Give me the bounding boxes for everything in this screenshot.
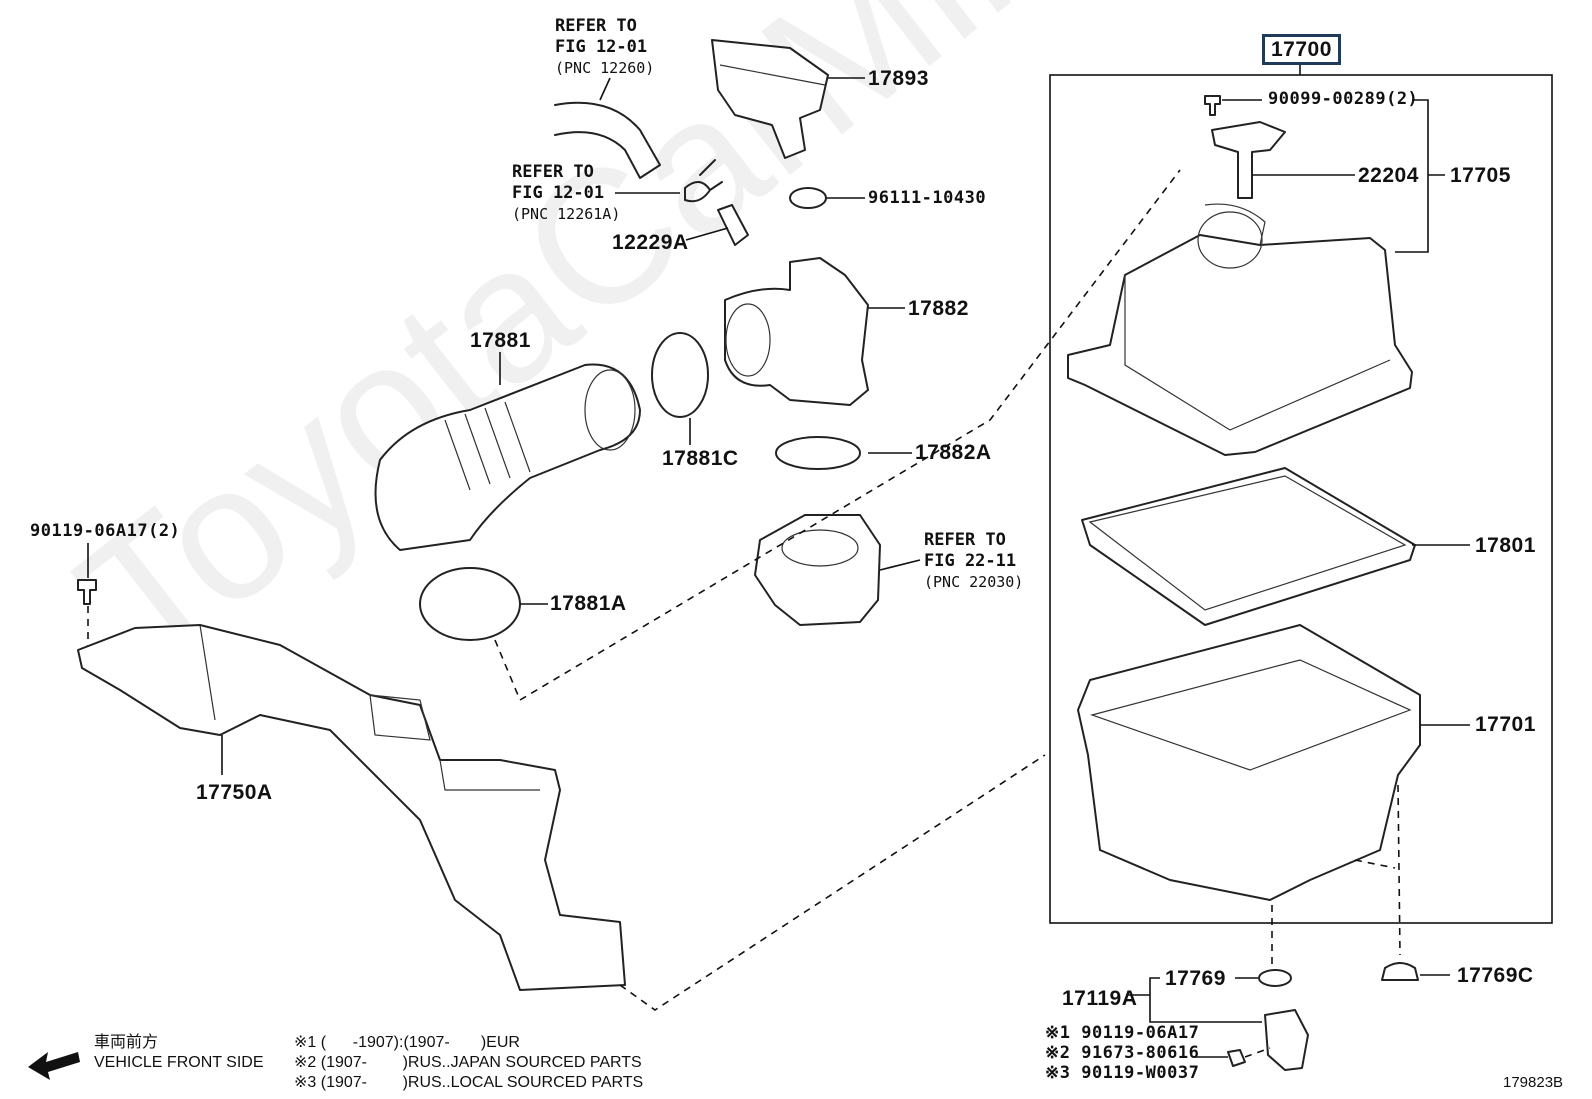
label-17705[interactable]: 17705 [1450, 164, 1511, 187]
label-96111-10430[interactable]: 96111-10430 [868, 188, 987, 208]
drawing-code: 179823B [1503, 1074, 1564, 1091]
ref3-line1: REFER TO [924, 530, 1006, 550]
ref1-line2: FIG 12-01 [555, 37, 648, 57]
nipple-12229A [717, 204, 749, 246]
screw-90099 [1204, 95, 1221, 116]
leader-17119A [1128, 977, 1262, 1023]
flow-dashed-1 [494, 169, 1181, 702]
front-label-jp: 車両前方 [94, 1034, 159, 1051]
label-17881[interactable]: 17881 [470, 329, 531, 352]
throttle-body-22030 [754, 514, 881, 626]
front-label-en: VEHICLE FRONT SIDE [94, 1054, 264, 1071]
grommet-17769 [1258, 969, 1292, 987]
bolt-90119-left [77, 579, 97, 605]
bracket-17119A [1264, 1009, 1309, 1071]
label-17769C[interactable]: 17769C [1457, 964, 1534, 987]
label-17700[interactable]: 17700 [1262, 34, 1341, 65]
vehicle-front-arrow [28, 1052, 80, 1080]
label-17882A[interactable]: 17882A [915, 441, 992, 464]
assembly-frame-17700 [1049, 74, 1553, 924]
note-3: ※3 (1907- )RUS..LOCAL SOURCED PARTS [294, 1074, 644, 1091]
clamp-17881A [419, 567, 521, 641]
grommet-17769C [1381, 962, 1419, 981]
leader-ref1 [599, 77, 611, 101]
label-17893[interactable]: 17893 [868, 67, 929, 90]
label-17769[interactable]: 17769 [1165, 967, 1226, 990]
label-22204[interactable]: 22204 [1358, 164, 1419, 187]
label-12229A[interactable]: 12229A [612, 231, 689, 254]
label-17882[interactable]: 17882 [908, 297, 969, 320]
sensor-22204 [1211, 121, 1286, 199]
label-17119A[interactable]: 17119A [1062, 987, 1138, 1010]
clamp-96111 [789, 187, 827, 209]
label-90119-06A17-2[interactable]: 90119-06A17(2) [30, 521, 181, 541]
refer-to-12260[interactable]: REFER TO FIG 12-01 (PNC 12260) [555, 16, 654, 79]
leader-12229A [685, 227, 729, 241]
leader-17705 [1395, 99, 1445, 253]
ref2-line1: REFER TO [512, 162, 594, 182]
upper-case-17705 [1067, 234, 1413, 456]
label-90099-00289-2[interactable]: 90099-00289(2) [1268, 89, 1419, 109]
intake-duct-17750A [77, 624, 626, 991]
resonator-17893 [711, 39, 829, 159]
label-17701[interactable]: 17701 [1475, 713, 1536, 736]
flow-dashed-2 [619, 754, 1046, 1011]
label-17801[interactable]: 17801 [1475, 534, 1536, 557]
filter-17801 [1081, 467, 1416, 626]
refer-to-12261A[interactable]: REFER TO FIG 12-01 (PNC 12261A) [512, 162, 620, 225]
label-17881A[interactable]: 17881A [550, 592, 627, 615]
ring-17882A [775, 436, 861, 470]
ref1-pnc: (PNC 12260) [555, 59, 655, 77]
variant-3[interactable]: ※3 90119-W0037 [1045, 1063, 1200, 1083]
label-17881C[interactable]: 17881C [662, 447, 739, 470]
ref2-pnc: (PNC 12261A) [512, 205, 621, 223]
clip-12261A [684, 159, 723, 203]
lower-case-17701 [1077, 624, 1421, 901]
hose-17881 [374, 363, 641, 551]
refer-to-22030[interactable]: REFER TO FIG 22-11 (PNC 22030) [924, 530, 1023, 593]
ref1-line1: REFER TO [555, 16, 637, 36]
ref3-pnc: (PNC 22030) [924, 573, 1024, 591]
ref2-line2: FIG 12-01 [512, 183, 605, 203]
variant-2[interactable]: ※2 91673-80616 [1045, 1043, 1200, 1063]
note-2: ※2 (1907- )RUS..JAPAN SOURCED PARTS [294, 1054, 642, 1071]
leader-ref3 [879, 559, 921, 571]
clamp-17881C [651, 332, 709, 418]
elbow-17882 [724, 257, 869, 406]
note-1: ※1 ( -1907):(1907- )EUR [294, 1034, 520, 1051]
hose-12260 [554, 101, 661, 179]
label-17750A[interactable]: 17750A [196, 781, 273, 804]
variant-1[interactable]: ※1 90119-06A17 [1045, 1023, 1200, 1043]
bolt-variant [1227, 1049, 1246, 1067]
ref3-line2: FIG 22-11 [924, 551, 1017, 571]
